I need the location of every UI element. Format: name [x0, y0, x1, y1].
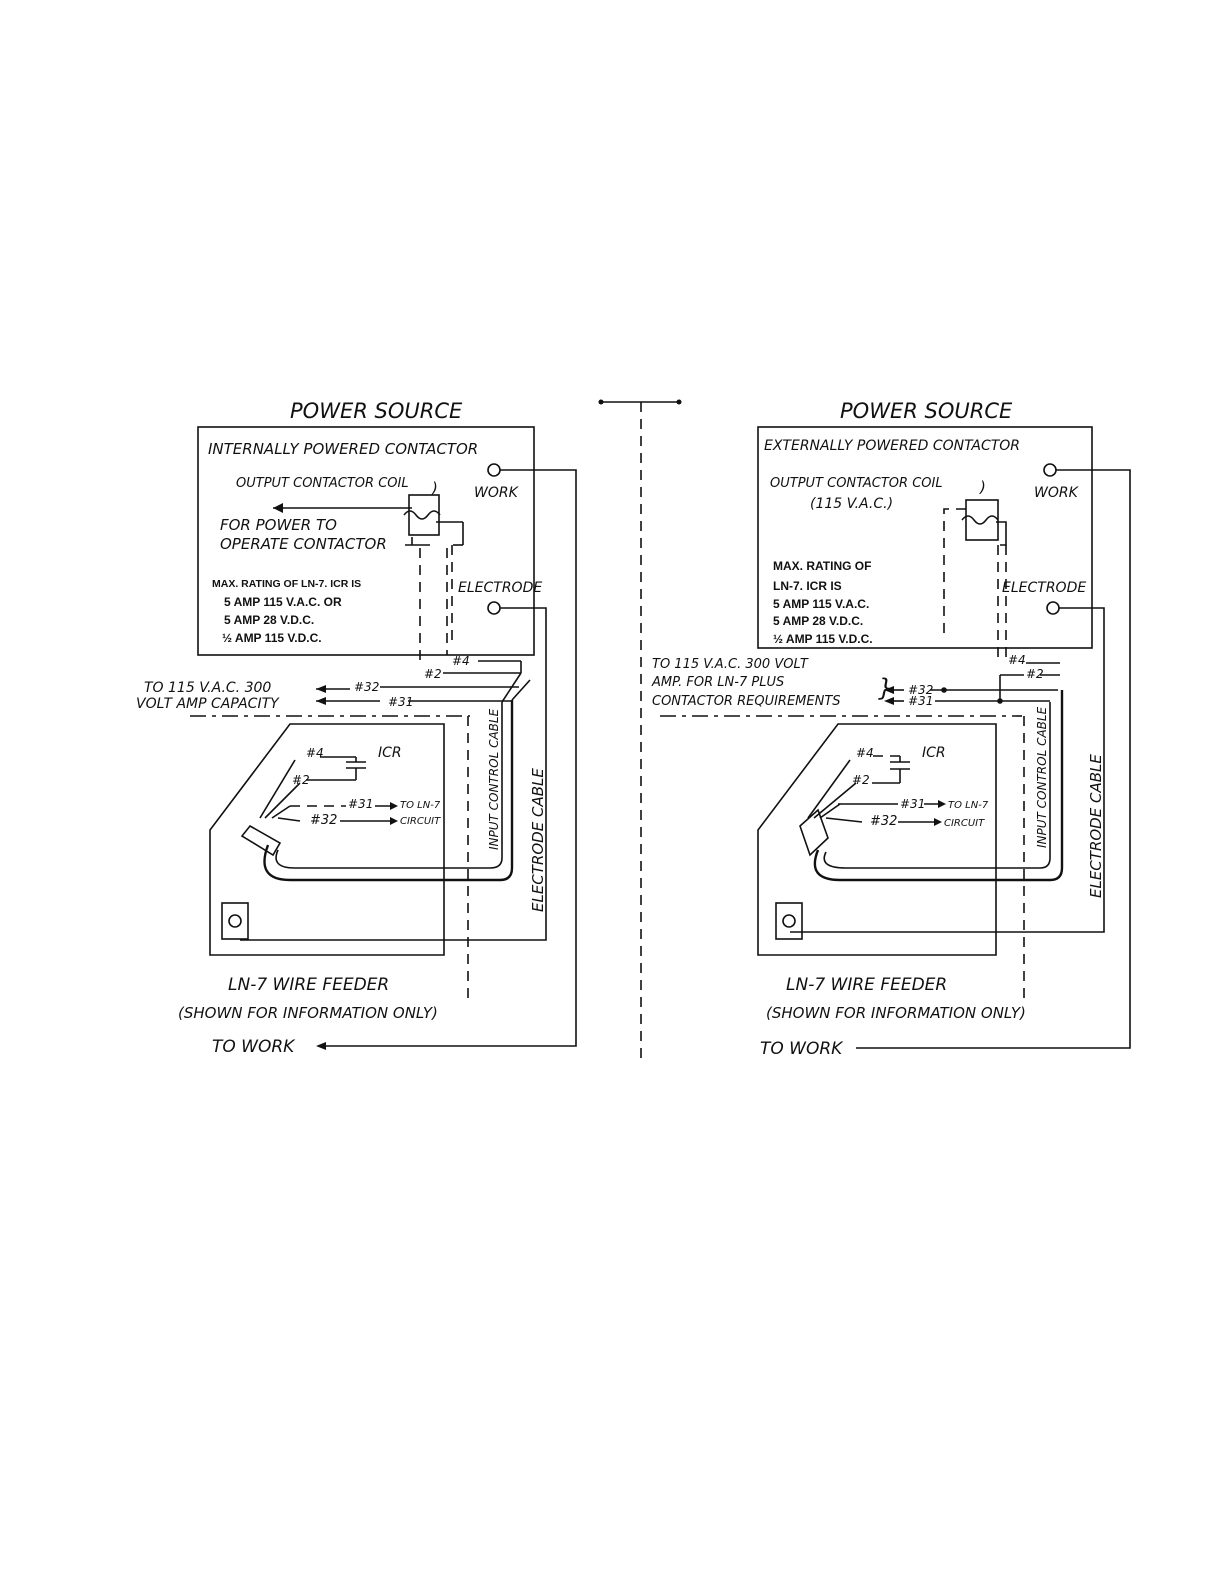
- left-work-terminal: [487, 463, 501, 477]
- right-work-label: WORK: [1034, 485, 1080, 501]
- left-power-source-box: [197, 426, 535, 656]
- left-wire-feeder: [209, 723, 445, 956]
- left-circuit: CIRCUIT: [400, 816, 441, 827]
- right-circuit: CIRCUIT: [944, 818, 985, 829]
- left-supply-1: TO 115 V.A.C. 300: [144, 680, 271, 696]
- left-electrode-cable-label: ELECTRODE CABLE: [529, 768, 547, 912]
- right-electrode-label: ELECTRODE: [1002, 580, 1086, 596]
- left-feeder-2: (SHOWN FOR INFORMATION ONLY): [178, 1004, 438, 1022]
- right-work-terminal: [1043, 463, 1057, 477]
- right-rating-1: MAX. RATING OF: [773, 559, 871, 573]
- svg-text:): ): [431, 479, 438, 497]
- left-work-label: WORK: [474, 485, 520, 501]
- left-rating-2: 5 AMP 115 V.A.C. OR: [224, 595, 342, 609]
- left-power-note-2: OPERATE CONTACTOR: [220, 535, 387, 553]
- left-electrode-label: ELECTRODE: [458, 580, 542, 596]
- right-contactor-label: EXTERNALLY POWERED CONTACTOR: [764, 438, 1020, 454]
- left-wire-4-label: #4: [452, 654, 470, 668]
- left-f32-label: #32: [310, 813, 337, 828]
- right-electrode-terminal: [1046, 601, 1060, 615]
- left-coil: [408, 494, 440, 536]
- right-to-ln7: TO LN-7: [948, 800, 989, 811]
- left-contactor-label: INTERNALLY POWERED CONTACTOR: [208, 440, 478, 458]
- right-f32-label: #32: [870, 814, 897, 829]
- right-supply-2: AMP. FOR LN-7 PLUS: [651, 675, 784, 690]
- right-rating-4: 5 AMP 28 V.D.C.: [773, 614, 863, 628]
- left-electrode-terminal: [487, 601, 501, 615]
- left-f4-label: #4: [306, 746, 324, 760]
- right-supply-3: CONTACTOR REQUIREMENTS: [652, 694, 841, 709]
- svg-text:): ): [979, 478, 986, 496]
- left-wire-32-label: #32: [354, 680, 379, 694]
- right-title: POWER SOURCE: [840, 399, 1013, 423]
- right-wire-32-label: #32: [908, 683, 933, 697]
- left-f31-label: #31: [348, 797, 373, 811]
- left-power-note-1: FOR POWER TO: [220, 516, 337, 534]
- left-icr-label: ICR: [378, 745, 402, 761]
- left-wire-31-label: #31: [388, 695, 413, 709]
- left-input-cable-label: INPUT CONTROL CABLE: [487, 708, 501, 850]
- right-feeder-1: LN-7 WIRE FEEDER: [786, 975, 947, 995]
- right-rating-3: 5 AMP 115 V.A.C.: [773, 597, 869, 611]
- right-wire-feeder: [757, 723, 997, 956]
- left-rating-1: MAX. RATING OF LN-7. ICR IS: [212, 578, 361, 590]
- right-electrode-cable-label: ELECTRODE CABLE: [1087, 754, 1105, 898]
- right-icr-label: ICR: [922, 745, 946, 761]
- left-title: POWER SOURCE: [290, 399, 463, 423]
- left-to-work: TO WORK: [212, 1037, 296, 1057]
- right-wire-4-label: #4: [1008, 653, 1026, 667]
- right-to-work: TO WORK: [760, 1039, 844, 1059]
- right-f4-label: #4: [856, 746, 874, 760]
- right-supply-1: TO 115 V.A.C. 300 VOLT: [652, 657, 809, 672]
- right-f31-label: #31: [900, 797, 925, 811]
- center-divider: [598, 399, 682, 1060]
- left-wire-2-label: #2: [424, 667, 442, 681]
- right-feeder-socket: [775, 902, 803, 940]
- right-input-cable-label: INPUT CONTROL CABLE: [1035, 706, 1049, 848]
- left-to-ln7: TO LN-7: [400, 800, 441, 811]
- right-wire-2-label: #2: [1026, 667, 1044, 681]
- left-rating-3: 5 AMP 28 V.D.C.: [224, 613, 314, 627]
- svg-text:}: }: [878, 674, 893, 702]
- right-feeder-2: (SHOWN FOR INFORMATION ONLY): [766, 1004, 1026, 1022]
- left-feeder-1: LN-7 WIRE FEEDER: [228, 975, 389, 995]
- right-power-source-box: [757, 426, 1093, 649]
- left-coil-label: OUTPUT CONTACTOR COIL: [236, 476, 409, 491]
- right-rating-5: ½ AMP 115 V.D.C.: [773, 632, 873, 646]
- left-feeder-socket: [221, 902, 249, 940]
- left-diagram: POWER SOURCE INTERNALLY POWERED CONTACTO…: [136, 399, 577, 1057]
- right-coil-rating: (115 V.A.C.): [810, 496, 893, 512]
- left-rating-4: ½ AMP 115 V.D.C.: [222, 631, 322, 645]
- right-diagram: POWER SOURCE EXTERNALLY POWERED CONTACTO…: [651, 399, 1131, 1059]
- right-coil-label: OUTPUT CONTACTOR COIL: [770, 476, 943, 491]
- right-f2-label: #2: [852, 773, 870, 787]
- right-rating-2: LN-7. ICR IS: [773, 579, 842, 593]
- right-wire-31-label: #31: [908, 694, 933, 708]
- right-coil: [965, 499, 999, 541]
- left-supply-2: VOLT AMP CAPACITY: [136, 696, 280, 712]
- left-f2-label: #2: [292, 773, 310, 787]
